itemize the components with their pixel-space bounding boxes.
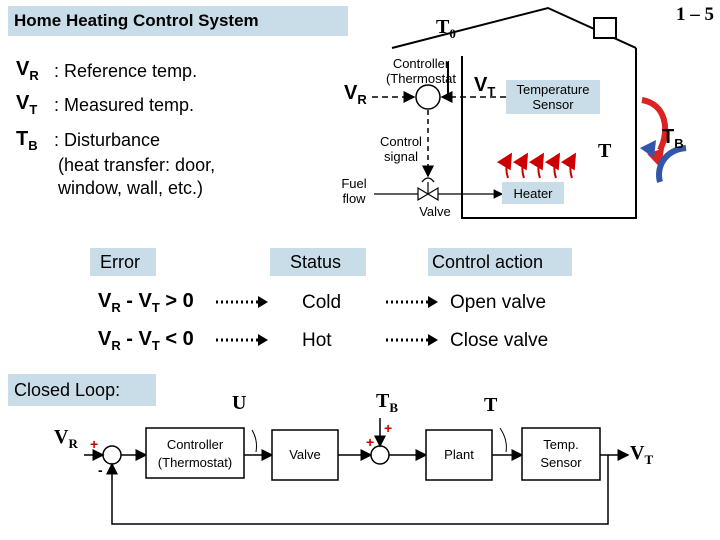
outside-temp-label: T0 — [436, 16, 456, 41]
row-2-error: VR - VT < 0 — [98, 328, 194, 353]
thermostat-circle — [415, 84, 441, 110]
closed-loop-band — [8, 374, 156, 406]
header-control-action: Control action — [432, 252, 544, 272]
header-band-status — [270, 248, 366, 276]
page-title: Home Heating Control System — [14, 11, 259, 30]
header-band-error — [90, 248, 156, 276]
summing-plus: + — [90, 436, 99, 452]
def-vr-text: : Reference temp. — [54, 61, 198, 81]
summing2-plus-top: + — [384, 420, 393, 436]
loop-tb-label: TB — [376, 390, 399, 415]
heat-arrows — [496, 152, 577, 179]
def-tb-detail-1: (heat transfer: door, — [58, 155, 216, 175]
sensor-box — [506, 80, 600, 114]
valve-symbol — [417, 177, 439, 202]
loop-plant-block: Plant — [444, 447, 474, 462]
slide-number: 1 – 5 — [676, 4, 714, 25]
def-vt-text: : Measured temp. — [54, 95, 195, 115]
loop-output-vt: VT — [630, 442, 654, 467]
header-status: Status — [290, 252, 342, 272]
table-dotted-arrows — [216, 300, 428, 342]
summing-minus: - — [98, 462, 103, 478]
row-1-action: Open valve — [450, 292, 547, 313]
row-2-status: Hot — [302, 330, 332, 351]
def-tb-text: : Disturbance — [54, 130, 161, 150]
house-vr-label: VR — [344, 82, 367, 107]
closed-loop-graphics — [84, 418, 630, 525]
header-band-action — [428, 248, 572, 276]
loop-sensor-block: Temp.Sensor — [540, 437, 582, 470]
heater-box — [502, 182, 564, 204]
house-vt-label: VT — [474, 74, 496, 99]
disturbance-in-arrow — [656, 145, 687, 183]
row-1-error: VR - VT > 0 — [98, 290, 194, 315]
def-tb-symbol: TB — [16, 128, 38, 153]
loop-input-vr: VR — [54, 426, 78, 451]
header-error: Error — [100, 252, 140, 272]
house-tb-label: TB — [662, 126, 684, 151]
disturbance-out-arrow — [641, 97, 669, 152]
room-temp-label: T — [598, 140, 612, 162]
row-1-status: Cold — [302, 292, 342, 313]
loop-controller-block: Controller(Thermostat) — [157, 437, 233, 470]
def-tb-detail-2: window, wall, etc.) — [58, 178, 204, 198]
def-vr-symbol: VR — [16, 58, 39, 83]
row-2-action: Close valve — [450, 330, 549, 351]
chimney — [593, 17, 617, 39]
def-vt-symbol: VT — [16, 92, 38, 117]
heater-label: Heater — [513, 186, 553, 201]
title-band — [8, 6, 348, 36]
loop-valve-block: Valve — [289, 447, 321, 462]
loop-t-label: T — [484, 394, 498, 416]
controller-label: Controller(Thermostat — [385, 56, 457, 86]
loop-u-label: U — [232, 392, 247, 414]
closed-loop-label: Closed Loop: — [14, 380, 121, 400]
summing2-plus-left: + — [366, 434, 375, 450]
valve-label: Valve — [419, 204, 451, 219]
